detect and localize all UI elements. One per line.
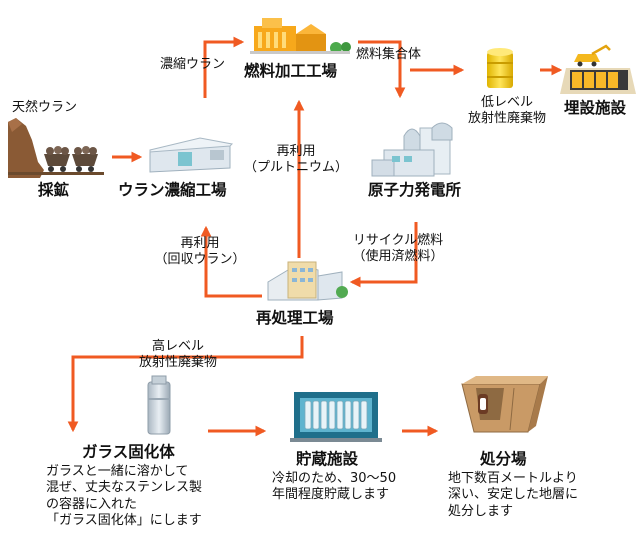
burial-facility-label: 埋設施設 [564, 99, 627, 117]
enrichment-plant-illustration [149, 137, 234, 173]
glass-description-line-1: ガラスと一緒に溶かして [46, 464, 189, 479]
glass-vitrified-label: ガラス固化体 [82, 443, 175, 461]
nuclear-power-plant-label: 原子力発電所 [368, 181, 462, 199]
disposal-description-line-3: 処分します [448, 503, 514, 519]
reuse-plutonium-label: 再利用 （プルトニウム） [232, 144, 360, 177]
disposal-description-line-1: 地下数百メートルより [448, 471, 578, 486]
fuel-fabrication-illustration [250, 18, 351, 54]
disposal-site-illustration [461, 376, 548, 433]
hlw-label-line-2: 放射性廃棄物 [138, 355, 217, 371]
enrichment-plant-label: ウラン濃縮工場 [118, 181, 227, 199]
mine-illustration [8, 118, 104, 178]
recycle-fuel-line-2: （使用済燃料） [352, 249, 444, 265]
llw-label: 低レベル 放射性廃棄物 [466, 95, 548, 128]
glass-description-line-2: 混ぜ、丈夫なステンレス製 [46, 480, 203, 496]
llw-drum-illustration [487, 48, 513, 88]
reuse-uranium-label: 再利用 （回収ウラン） [144, 236, 256, 269]
nuclear-power-plant-illustration [371, 122, 453, 177]
llw-label-line-1: 低レベル [480, 95, 533, 110]
disposal-site-label: 処分場 [480, 450, 527, 468]
ore-cart-2 [72, 146, 98, 172]
arrow-enrichment-to-fuel [203, 36, 245, 98]
storage-description: 冷却のため、30〜50 年間程度貯蔵します [272, 471, 396, 504]
burial-facility-illustration [560, 44, 636, 94]
ore-cart-1 [44, 146, 70, 172]
arrow-reprocessing-to-glass [67, 336, 304, 433]
reuse-uranium-line-2: （回収ウラン） [154, 252, 246, 268]
recycle-fuel-label: リサイクル燃料 （使用済燃料） [338, 233, 458, 266]
disposal-description: 地下数百メートルより 深い、安定した地層に 処分します [448, 471, 578, 520]
natural-uranium-label: 天然ウラン [12, 100, 78, 115]
storage-description-line-1: 冷却のため、30〜50 [272, 471, 397, 486]
mining-label: 採鉱 [38, 181, 70, 199]
glass-description-line-3: の容器に入れた [46, 496, 138, 512]
fuel-fabrication-label: 燃料加工工場 [244, 62, 338, 80]
arrow-npp-to-reprocessing [349, 222, 418, 288]
storage-facility-label: 貯蔵施設 [296, 450, 359, 468]
hlw-label: 高レベル 放射性廃棄物 [128, 339, 228, 372]
disposal-description-line-2: 深い、安定した地層に [448, 487, 579, 503]
reprocessing-plant-illustration [267, 261, 348, 301]
glass-description-line-4: 「ガラス固化体」にします [46, 512, 202, 528]
reprocessing-plant-label: 再処理工場 [256, 309, 334, 327]
hlw-label-line-1: 高レベル [151, 339, 204, 354]
reuse-plutonium-line-2: （プルトニウム） [243, 160, 348, 176]
enriched-uranium-label: 濃縮ウラン [160, 57, 226, 72]
recycle-fuel-line-1: リサイクル燃料 [352, 233, 444, 248]
llw-label-line-2: 放射性廃棄物 [467, 111, 546, 127]
storage-description-line-2: 年間程度貯蔵します [272, 487, 390, 503]
glass-canister-illustration [147, 375, 171, 435]
reuse-uranium-line-1: 再利用 [180, 236, 220, 251]
glass-description: ガラスと一緒に溶かして 混ぜ、丈夫なステンレス製 の容器に入れた 「ガラス固化体… [46, 464, 202, 529]
storage-facility-illustration [290, 392, 382, 442]
fuel-assembly-label: 燃料集合体 [356, 47, 422, 62]
flow-arrows [67, 36, 563, 437]
arrow-reprocessing-to-enrichment [200, 225, 262, 298]
arrow-fuel-to-npp [358, 40, 406, 99]
reuse-plutonium-line-1: 再利用 [276, 144, 316, 159]
